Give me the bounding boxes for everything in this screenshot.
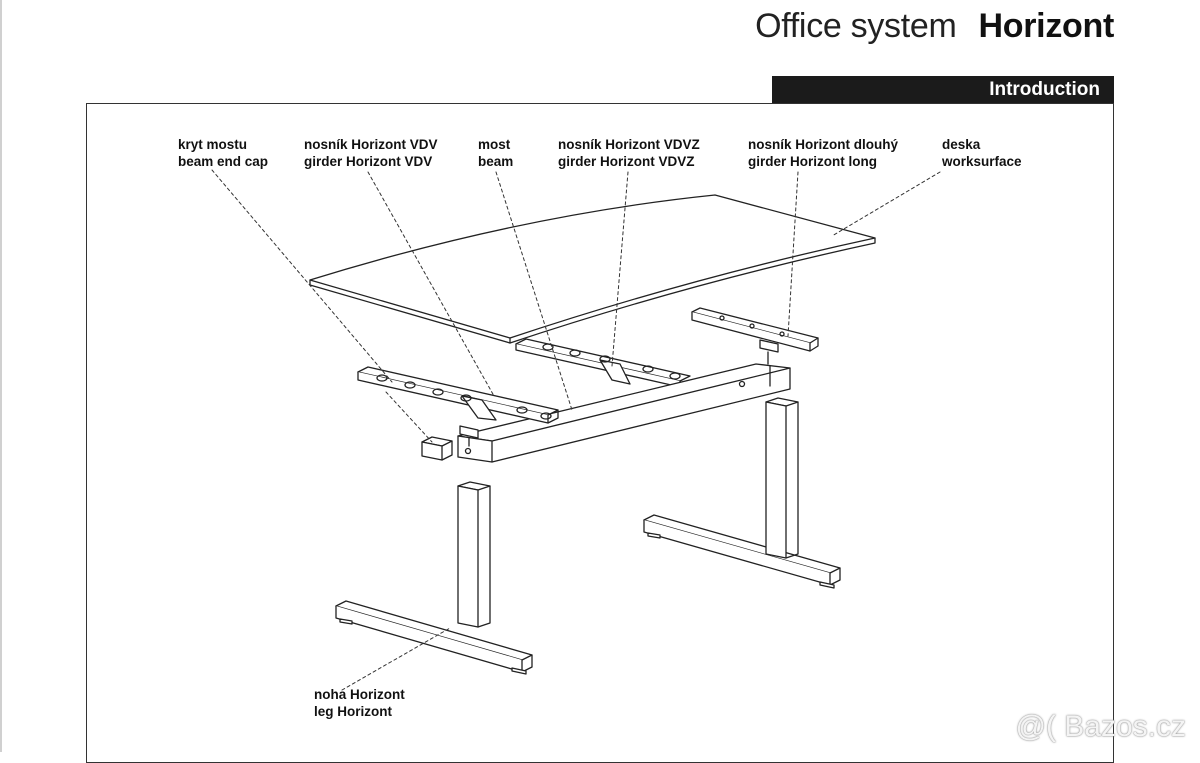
label-beam-end-cap-cs: kryt mostu [178, 137, 248, 152]
girder-horizont-long [691, 307, 819, 352]
girder-horizont-vdv [357, 366, 559, 424]
label-worksurface: deska worksurface [942, 136, 1022, 170]
leader-girder-vdvz [611, 171, 629, 367]
label-beam-end-cap-en: beam end cap [178, 154, 269, 169]
label-girder-vdv-cs: nosník Horizont VDV [304, 137, 438, 152]
label-worksurface-en: worksurface [942, 154, 1022, 169]
label-leg-cs: noha Horizont [314, 687, 405, 702]
worksurface-panel [309, 194, 876, 344]
label-beam-end-cap: kryt mostu beam end cap [178, 136, 268, 170]
leg-horizont-rear [643, 397, 841, 589]
leader-beam-end-cap [385, 391, 433, 443]
beam-end-cap-part [421, 436, 453, 461]
page-title-light: Office system [755, 7, 957, 45]
leader-lines [211, 169, 941, 691]
connector-pin-right [759, 339, 779, 365]
leader-girder-long [787, 171, 799, 337]
label-leg-en: leg Horizont [314, 704, 392, 719]
leader-beam-end-cap-girder [211, 169, 393, 383]
page-edge-rule [0, 0, 2, 752]
connector-pin-left [459, 425, 479, 447]
page-title-bold: Horizont [978, 7, 1115, 45]
label-girder-long-en: girder Horizont long [748, 154, 877, 169]
label-girder-long: nosník Horizont dlouhý girder Horizont l… [748, 136, 898, 170]
label-girder-vdv-en: girder Horizont VDV [304, 154, 433, 169]
girder-horizont-vdvz [515, 338, 691, 388]
label-beam-cs: most [478, 137, 511, 152]
leader-beam [495, 171, 573, 411]
label-girder-long-cs: nosník Horizont dlouhý [748, 137, 898, 152]
label-girder-vdvz: nosník Horizont VDVZ girder Horizont VDV… [558, 136, 700, 170]
label-girder-vdv: nosník Horizont VDV girder Horizont VDV [304, 136, 438, 170]
leader-girder-vdv [367, 171, 495, 397]
label-beam: most beam [478, 136, 513, 170]
watermark: @( Bazos.cz [1015, 710, 1187, 743]
label-worksurface-cs: deska [942, 137, 981, 152]
leader-leg [341, 627, 451, 691]
label-beam-en: beam [478, 154, 514, 169]
label-leg: noha Horizont leg Horizont [314, 686, 405, 720]
label-girder-vdvz-en: girder Horizont VDVZ [558, 154, 695, 169]
label-girder-vdvz-cs: nosník Horizont VDVZ [558, 137, 700, 152]
page-title: Office system Horizont [755, 6, 1114, 46]
leg-horizont-front [335, 481, 533, 675]
leader-worksurface [831, 171, 941, 237]
section-tab-introduction: Introduction [772, 76, 1114, 104]
